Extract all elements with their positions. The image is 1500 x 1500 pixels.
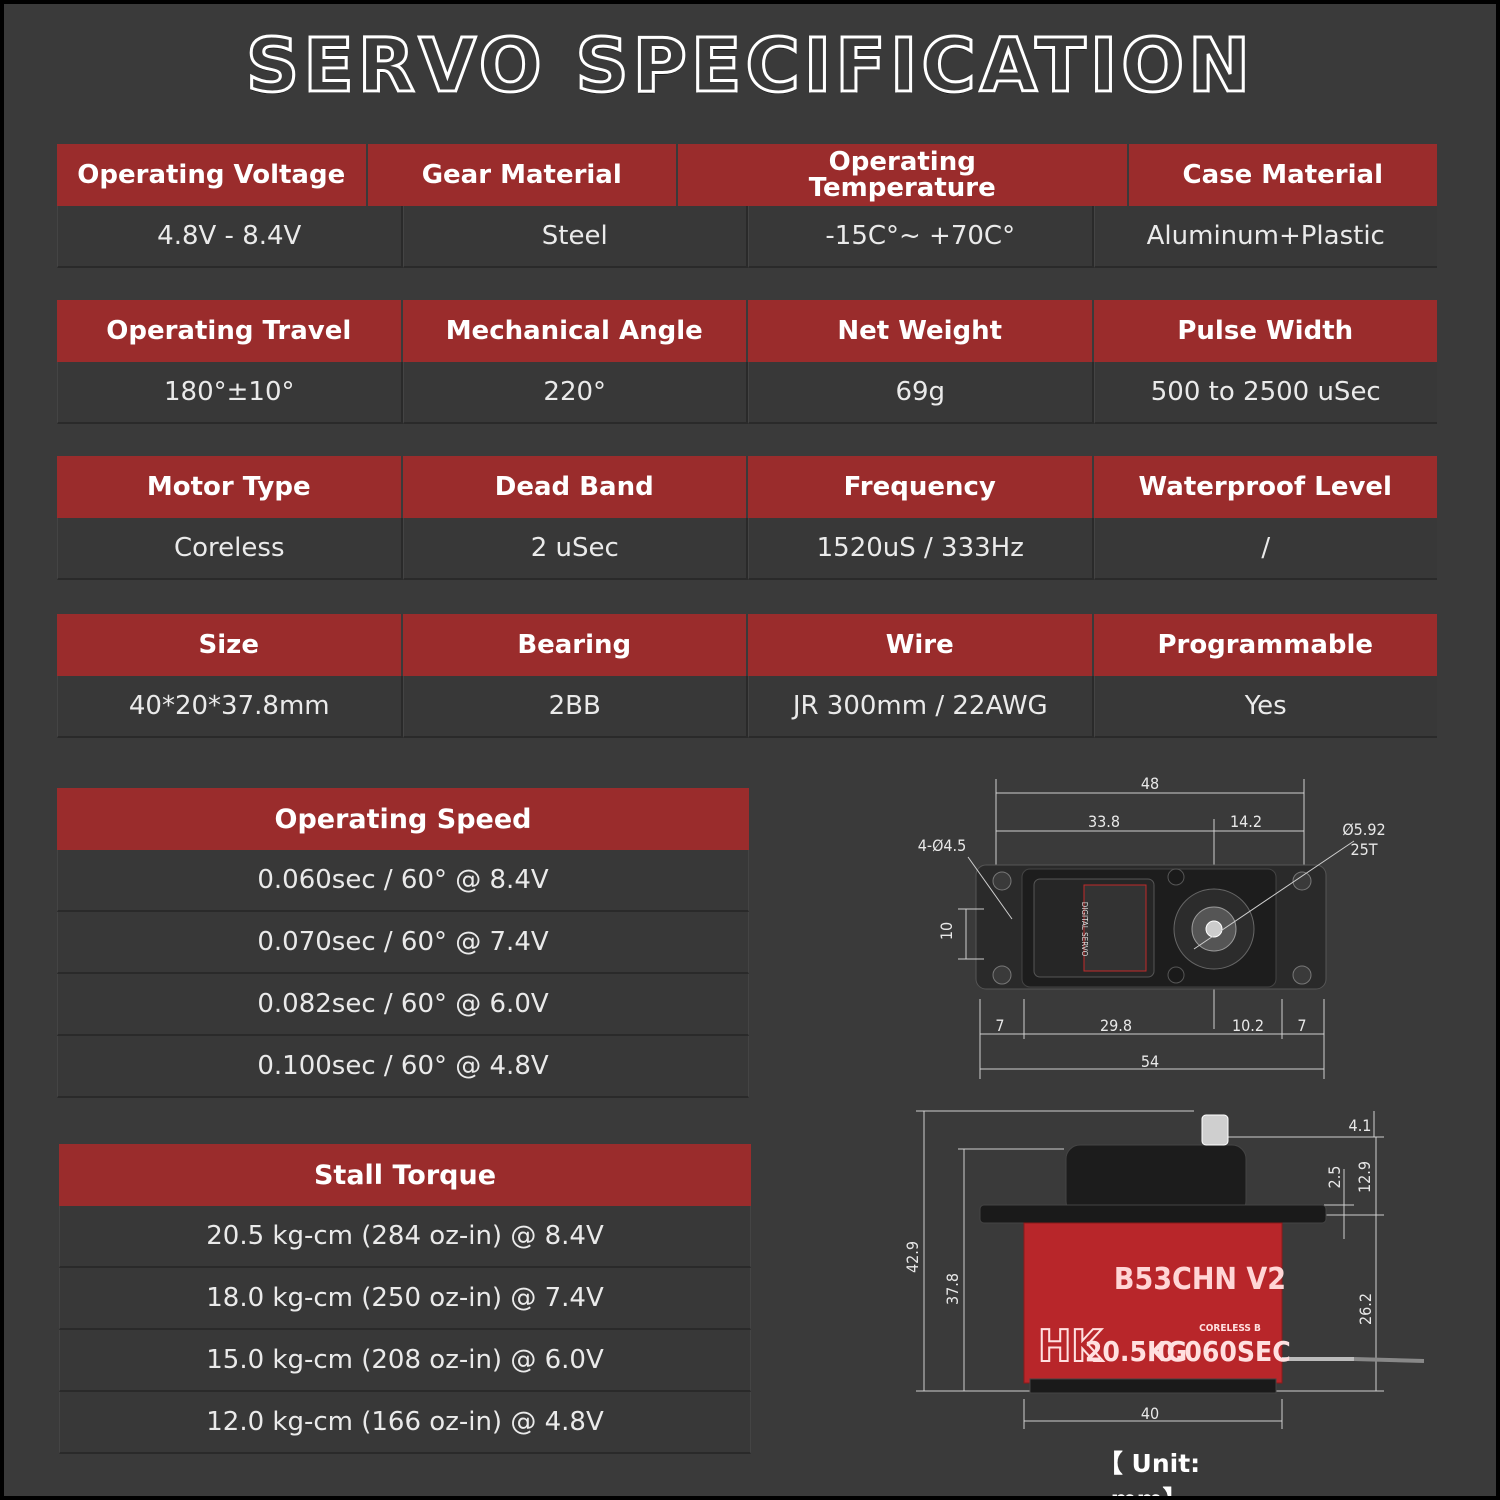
servo-torque-label: 20.5KG	[1085, 1335, 1187, 1368]
unit-label: 【 Unit: mm】	[1097, 1449, 1201, 1496]
spec-value: 4.8V - 8.4V	[57, 206, 403, 268]
page-title: SERVO SPECIFICATION	[244, 23, 1255, 109]
spec-value: 180°±10°	[57, 362, 403, 424]
spec-grid-4: Size Bearing Wire Programmable 40*20*37.…	[57, 614, 1437, 738]
spec-value: 2 uSec	[402, 518, 748, 580]
spec-value: 1520uS / 333Hz	[748, 518, 1094, 580]
stall-torque-title: Stall Torque	[59, 1144, 751, 1206]
spec-header: Case Material	[1128, 144, 1437, 206]
servo-coreless-label: CORELESS B	[1199, 1323, 1261, 1334]
spec-header: Size	[57, 614, 403, 676]
dim-right-tab: 7	[1297, 1016, 1306, 1035]
spec-value: 69g	[748, 362, 1094, 424]
spec-header: Programmable	[1093, 614, 1437, 676]
spec-header: Dead Band	[402, 456, 748, 518]
spec-header: Operating Travel	[57, 300, 403, 362]
dim-tab-height: 10	[937, 922, 956, 940]
dim-upper-height: 12.9	[1355, 1161, 1374, 1193]
spec-header: Operating Temperature	[678, 144, 1129, 206]
spec-header: Bearing	[402, 614, 748, 676]
spec-value: Aluminum+Plastic	[1093, 206, 1437, 268]
spec-grid-3: Motor Type Dead Band Frequency Waterproo…	[57, 456, 1437, 580]
servo-speed-label: 0.060SEC	[1157, 1335, 1291, 1368]
stall-torque-table: Stall Torque 20.5 kg-cm (284 oz-in) @ 8.…	[59, 1144, 751, 1454]
spec-value: Coreless	[57, 518, 403, 580]
dim-spline-teeth: 25T	[1350, 840, 1377, 859]
spec-value: JR 300mm / 22AWG	[748, 676, 1094, 738]
list-item: 0.082sec / 60° @ 6.0V	[57, 974, 749, 1036]
spec-grid-1: Operating Voltage Gear Material Operatin…	[57, 144, 1437, 268]
servo-dimension-drawing: 48 33.8 14.2 4-Ø4.5 Ø5.92 25T 10 7 29.8 …	[903, 774, 1424, 1429]
list-item: 0.060sec / 60° @ 8.4V	[57, 850, 749, 912]
dim-total-height: 42.9	[903, 1241, 922, 1273]
spec-header: Gear Material	[367, 144, 678, 206]
list-item: 0.100sec / 60° @ 4.8V	[57, 1036, 749, 1098]
dim-hole-spec: 4-Ø4.5	[918, 836, 967, 855]
dim-body-right: 10.2	[1232, 1016, 1264, 1035]
spec-header: Waterproof Level	[1093, 456, 1437, 518]
spec-header: Frequency	[748, 456, 1094, 518]
dim-left-tab: 7	[995, 1016, 1004, 1035]
dim-spline-dia: Ø5.92	[1342, 820, 1385, 839]
dim-flange-offset: 2.5	[1325, 1166, 1344, 1189]
dim-body-height: 37.8	[943, 1273, 962, 1305]
spec-sheet: SERVO SPECIFICATION Operating Voltage Ge…	[4, 4, 1496, 1496]
spec-value: Yes	[1093, 676, 1437, 738]
operating-speed-title: Operating Speed	[57, 788, 749, 850]
spec-value: 40*20*37.8mm	[57, 676, 403, 738]
spec-header: Motor Type	[57, 456, 403, 518]
spec-header: Mechanical Angle	[402, 300, 748, 362]
list-item: 15.0 kg-cm (208 oz-in) @ 6.0V	[59, 1330, 751, 1392]
dim-body-left: 29.8	[1100, 1016, 1132, 1035]
dim-overall-length: 54	[1141, 1052, 1159, 1071]
spec-header: Wire	[748, 614, 1094, 676]
spec-value: 2BB	[402, 676, 748, 738]
spec-header: Pulse Width	[1093, 300, 1437, 362]
list-item: 0.070sec / 60° @ 7.4V	[57, 912, 749, 974]
list-item: 18.0 kg-cm (250 oz-in) @ 7.4V	[59, 1268, 751, 1330]
dim-body-width: 40	[1141, 1404, 1159, 1423]
dim-left-span: 33.8	[1088, 812, 1120, 831]
spec-header: Operating Voltage	[57, 144, 368, 206]
spec-value: 500 to 2500 uSec	[1093, 362, 1437, 424]
spec-value: 220°	[402, 362, 748, 424]
list-item: 20.5 kg-cm (284 oz-in) @ 8.4V	[59, 1206, 751, 1268]
list-item: 12.0 kg-cm (166 oz-in) @ 4.8V	[59, 1392, 751, 1454]
spec-grid-2: Operating Travel Mechanical Angle Net We…	[57, 300, 1437, 424]
spec-value: /	[1093, 518, 1437, 580]
dim-top-offset: 4.1	[1349, 1116, 1372, 1135]
spec-value: Steel	[402, 206, 748, 268]
dim-overall-width: 48	[1141, 774, 1159, 793]
spec-header: Net Weight	[748, 300, 1094, 362]
servo-label: DIGITAL SERVO	[1080, 902, 1089, 957]
spec-value: -15C°~ +70C°	[748, 206, 1094, 268]
dim-right-span: 14.2	[1230, 812, 1262, 831]
dim-lower-height: 26.2	[1356, 1293, 1375, 1325]
brand-logo: HK	[1038, 1321, 1103, 1372]
operating-speed-table: Operating Speed 0.060sec / 60° @ 8.4V 0.…	[57, 788, 749, 1098]
servo-model-label: B53CHN V2	[1114, 1262, 1286, 1297]
